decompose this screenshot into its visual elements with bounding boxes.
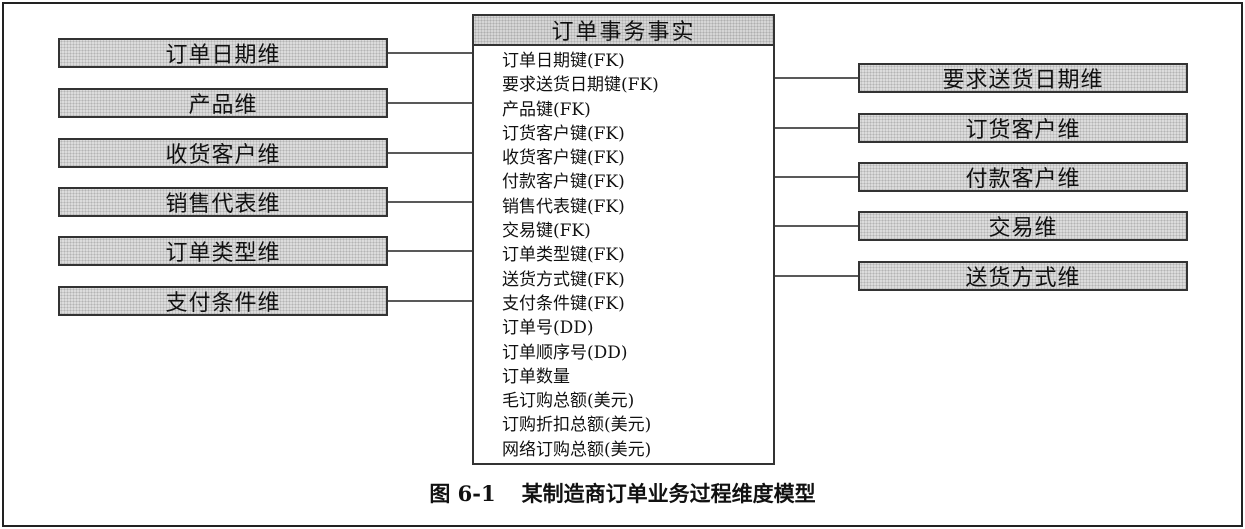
fact-table: 订单事务事实 订单日期键(FK) 要求送货日期键(FK) 产品键(FK) 订货客… <box>472 14 775 465</box>
dimension-box-requested-ship-date: 要求送货日期维 <box>858 63 1188 93</box>
fact-field: 要求送货日期键(FK) <box>502 75 659 96</box>
fact-field: 订单数量 <box>502 366 570 387</box>
figure-caption: 图 6-1 某制造商订单业务过程维度模型 <box>0 478 1245 508</box>
dimension-label: 订货客户维 <box>965 118 1081 143</box>
dimension-box-product: 产品维 <box>58 88 388 118</box>
fact-field: 销售代表键(FK) <box>502 196 625 217</box>
fact-field-list: 订单日期键(FK) 要求送货日期键(FK) 产品键(FK) 订货客户键(FK) … <box>474 46 773 462</box>
fact-field: 订货客户键(FK) <box>502 123 625 144</box>
figure-title: 某制造商订单业务过程维度模型 <box>521 481 816 506</box>
fact-field: 订单号(DD) <box>502 318 594 339</box>
dimension-label: 收货客户维 <box>165 143 281 168</box>
dimension-label: 销售代表维 <box>165 192 281 217</box>
dimension-label: 订单日期维 <box>165 43 281 68</box>
fact-field: 网络订购总额(美元) <box>502 439 652 460</box>
fact-table-title: 订单事务事实 <box>474 16 773 46</box>
fact-field: 交易键(FK) <box>502 221 591 242</box>
fact-field: 产品键(FK) <box>502 99 591 120</box>
dimension-box-order-date: 订单日期维 <box>58 38 388 68</box>
dimension-box-ship-mode: 送货方式维 <box>858 261 1188 291</box>
fact-field: 支付条件键(FK) <box>502 293 625 314</box>
dimension-box-sold-to-customer: 订货客户维 <box>858 113 1188 143</box>
fact-field: 订购折扣总额(美元) <box>502 415 652 436</box>
dimension-label: 产品维 <box>188 93 258 118</box>
dimension-box-ship-to-customer: 收货客户维 <box>58 138 388 168</box>
figure-number: 图 6-1 <box>429 481 496 506</box>
dimension-box-sales-rep: 销售代表维 <box>58 187 388 217</box>
dimension-label: 要求送货日期维 <box>942 68 1104 93</box>
dimension-label: 订单类型维 <box>165 241 281 266</box>
fact-field: 收货客户键(FK) <box>502 148 625 169</box>
fact-field: 送货方式键(FK) <box>502 269 625 290</box>
fact-field: 付款客户键(FK) <box>502 172 625 193</box>
dimension-label: 送货方式维 <box>965 266 1081 291</box>
fact-field: 订单日期键(FK) <box>502 51 625 71</box>
fact-field: 毛订购总额(美元) <box>502 391 635 412</box>
dimension-box-deal: 交易维 <box>858 211 1188 241</box>
fact-field: 订单类型键(FK) <box>502 245 625 266</box>
dimension-label: 支付条件维 <box>165 291 281 316</box>
dimension-box-payment-terms: 支付条件维 <box>58 286 388 316</box>
dimension-label: 付款客户维 <box>965 167 1081 192</box>
dimension-box-bill-to-customer: 付款客户维 <box>858 162 1188 192</box>
dimension-box-order-type: 订单类型维 <box>58 236 388 266</box>
dimension-label: 交易维 <box>988 216 1058 241</box>
fact-field: 订单顺序号(DD) <box>502 342 628 363</box>
